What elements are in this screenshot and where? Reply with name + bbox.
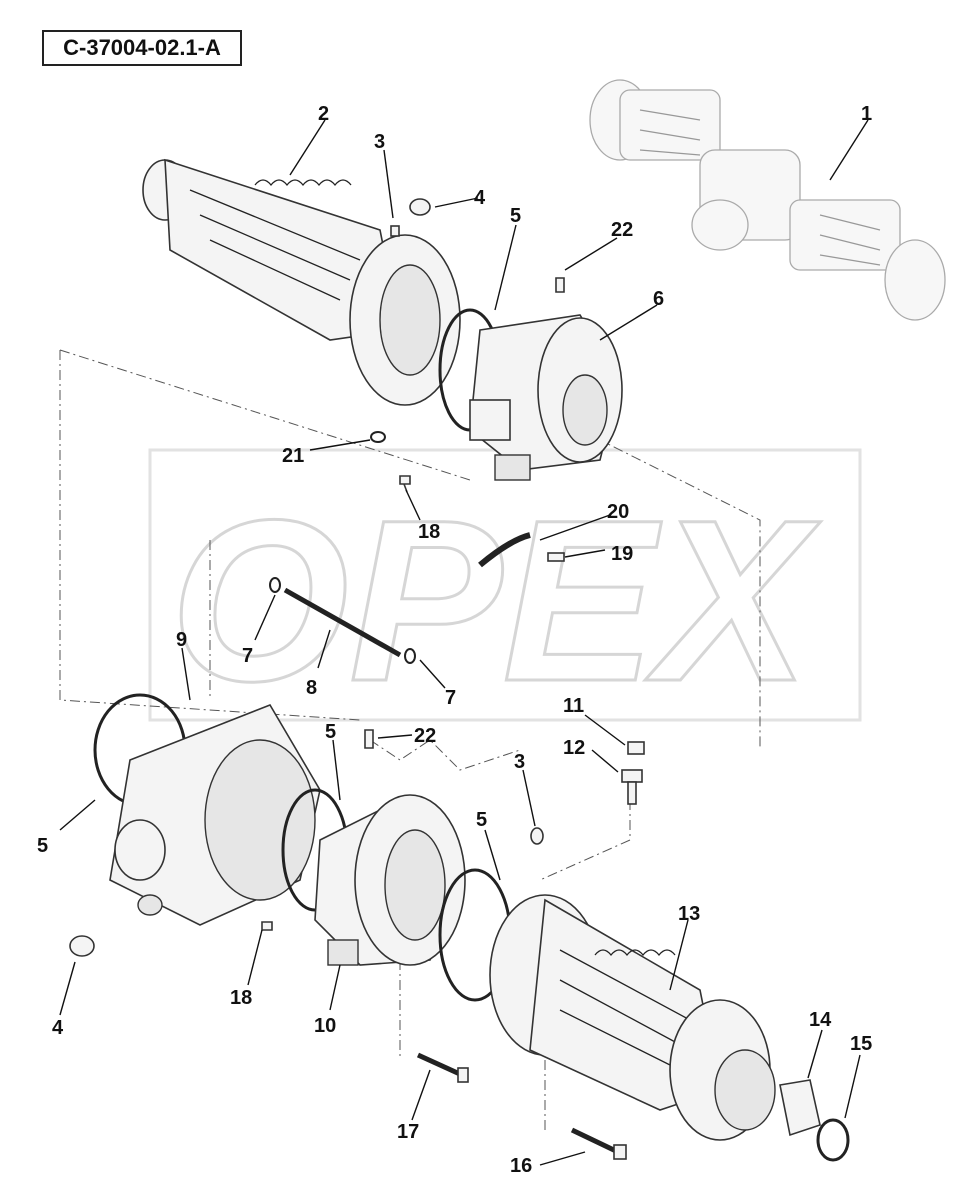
callout-9: 9 (176, 629, 187, 651)
callout-13: 13 (678, 903, 700, 925)
callout-12: 12 (563, 737, 585, 759)
watermark-text: OPEX (170, 472, 821, 729)
part-7-seal-b (404, 648, 416, 664)
diagram-code-label: C-37004-02.1-A (42, 30, 242, 66)
part-18-bolt-bottom (261, 921, 273, 931)
callout-5-top: 5 (510, 205, 521, 227)
part-12-bolt (621, 769, 643, 805)
leader-lines (59, 119, 869, 1166)
part-11-fitting (627, 741, 645, 755)
callout-10: 10 (314, 1015, 336, 1037)
callout-16: 16 (510, 1155, 532, 1177)
part-14-bushing (779, 1079, 821, 1137)
callout-7-left: 7 (242, 645, 253, 667)
callout-21: 21 (282, 445, 304, 467)
callout-6: 6 (653, 288, 664, 310)
part-1-complete-axle (589, 79, 946, 321)
callout-3-bottom: 3 (514, 751, 525, 773)
part-20-pipe (478, 532, 531, 568)
part-16-bolt (570, 1127, 627, 1160)
callout-11: 11 (563, 695, 584, 717)
part-22-breather-top (555, 277, 565, 293)
part-13-axle-housing-right (489, 894, 776, 1141)
callout-18-bottom: 18 (230, 987, 252, 1009)
part-21-o-ring (370, 431, 386, 443)
part-15-washer (816, 1118, 850, 1162)
part-8-tube (283, 587, 402, 658)
callout-4-top: 4 (474, 187, 486, 209)
part-4-plug-top (409, 198, 431, 216)
callout-7-right: 7 (445, 687, 456, 709)
part-17-bolt (416, 1052, 469, 1083)
callout-18-top: 18 (418, 521, 440, 543)
part-10-carrier (314, 794, 466, 966)
callout-5-right: 5 (476, 809, 487, 831)
part-4-plug-bottom (69, 935, 95, 957)
part-2-axle-housing-left (142, 158, 461, 406)
callout-5-left: 5 (37, 835, 48, 857)
part-3-plug-bottom (530, 827, 544, 845)
part-3-plug-top (390, 225, 400, 237)
callout-14: 14 (809, 1009, 832, 1031)
callout-19: 19 (611, 543, 633, 565)
callout-22-top: 22 (611, 219, 633, 241)
part-9-differential-housing (109, 704, 321, 926)
callout-8: 8 (306, 677, 317, 699)
callout-4-bottom: 4 (52, 1017, 64, 1039)
callout-labels: 1 2 3 4 5 22 6 21 18 20 19 7 8 7 9 5 5 2… (37, 103, 872, 1177)
callout-20: 20 (607, 501, 629, 523)
part-19-fitting (547, 552, 565, 562)
watermark: OPEX (148, 448, 862, 731)
callout-17: 17 (397, 1121, 419, 1143)
callout-15: 15 (850, 1033, 872, 1055)
callout-5-mid: 5 (325, 721, 336, 743)
part-22-breather-bottom (364, 729, 374, 749)
part-7-seal-a (269, 577, 281, 593)
part-6-differential-carrier (469, 314, 623, 481)
callout-3-top: 3 (374, 131, 385, 153)
callout-1: 1 (861, 103, 872, 125)
callout-2: 2 (318, 103, 329, 125)
callout-22-bottom: 22 (414, 725, 436, 747)
